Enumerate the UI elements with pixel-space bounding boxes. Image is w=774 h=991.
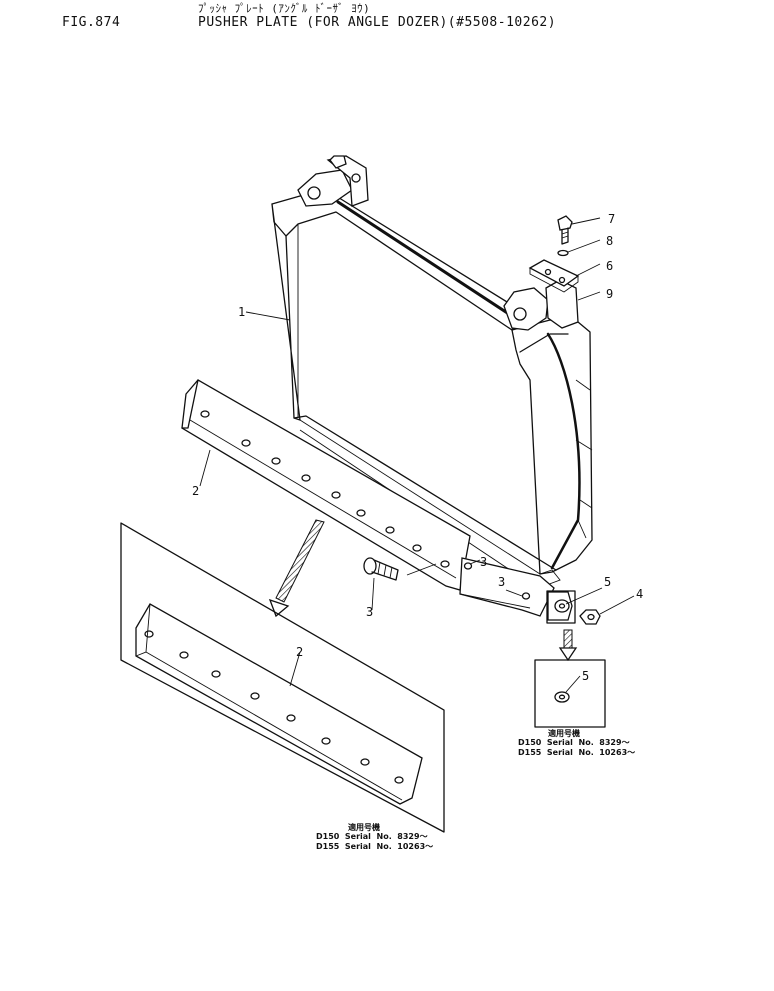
flat-washer-icon [554,599,570,613]
washer-inset-box [534,659,606,728]
callout-1: 1 [238,305,245,319]
callout-2-lower: 2 [296,645,303,659]
nut-icon [579,609,601,625]
top-left-bracket [297,155,369,207]
note-right-line2: D155 Serial No. 10263～ [518,748,635,757]
right-bracket-assembly [503,215,580,331]
explode-arrow-small [558,629,578,662]
callout-7: 7 [608,212,615,226]
figure-number: FIG.874 [62,15,121,30]
callout-3-hole-b: 3 [498,575,505,589]
lower-inset-box [120,522,445,833]
note-bottom-line2: D155 Serial No. 10263～ [316,842,433,851]
note-right-heading: 適用号機 [548,728,580,738]
callout-5-upper: 5 [604,575,611,589]
bolt-head-icon [557,215,573,231]
plow-bolt [363,557,399,581]
callout-6: 6 [606,259,613,273]
callout-2-upper: 2 [192,484,199,498]
upper-cutting-plate [181,379,471,591]
callout-3-bolt: 3 [366,605,373,619]
callout-4: 4 [636,587,643,601]
pusher-plate-frame [271,195,593,591]
callout-5-lower: 5 [582,669,589,683]
leader-lines [199,217,635,693]
serial-note-right: 適用号機 D150 Serial No. 8329～ D155 Serial N… [518,728,635,757]
figure-title: PUSHER PLATE (FOR ANGLE DOZER)(#5508-102… [198,15,557,30]
serial-note-bottom: 適用号機 D150 Serial No. 8329～ D155 Serial N… [316,822,433,851]
title-katakana: ﾌﾟｯｼｬ ﾌﾟﾚｰﾄ (ｱﾝｸﾞﾙ ﾄﾞｰｻﾞ ﾖｳ) [198,2,371,15]
nut-and-washer [547,591,601,625]
bottom-edge-bar [459,557,555,617]
note-bottom-line1: D150 Serial No. 8329～ [316,832,428,841]
lock-washer-icon [557,249,569,257]
note-bottom-heading: 適用号機 [348,822,380,832]
callout-3-hole-a: 3 [480,555,487,569]
callout-9: 9 [606,287,613,301]
explode-arrow-large [268,519,325,618]
clamp-plate [528,259,580,287]
washer-frame-upper [546,590,576,624]
note-right-line1: D150 Serial No. 8329～ [518,738,630,747]
callout-8: 8 [606,234,613,248]
